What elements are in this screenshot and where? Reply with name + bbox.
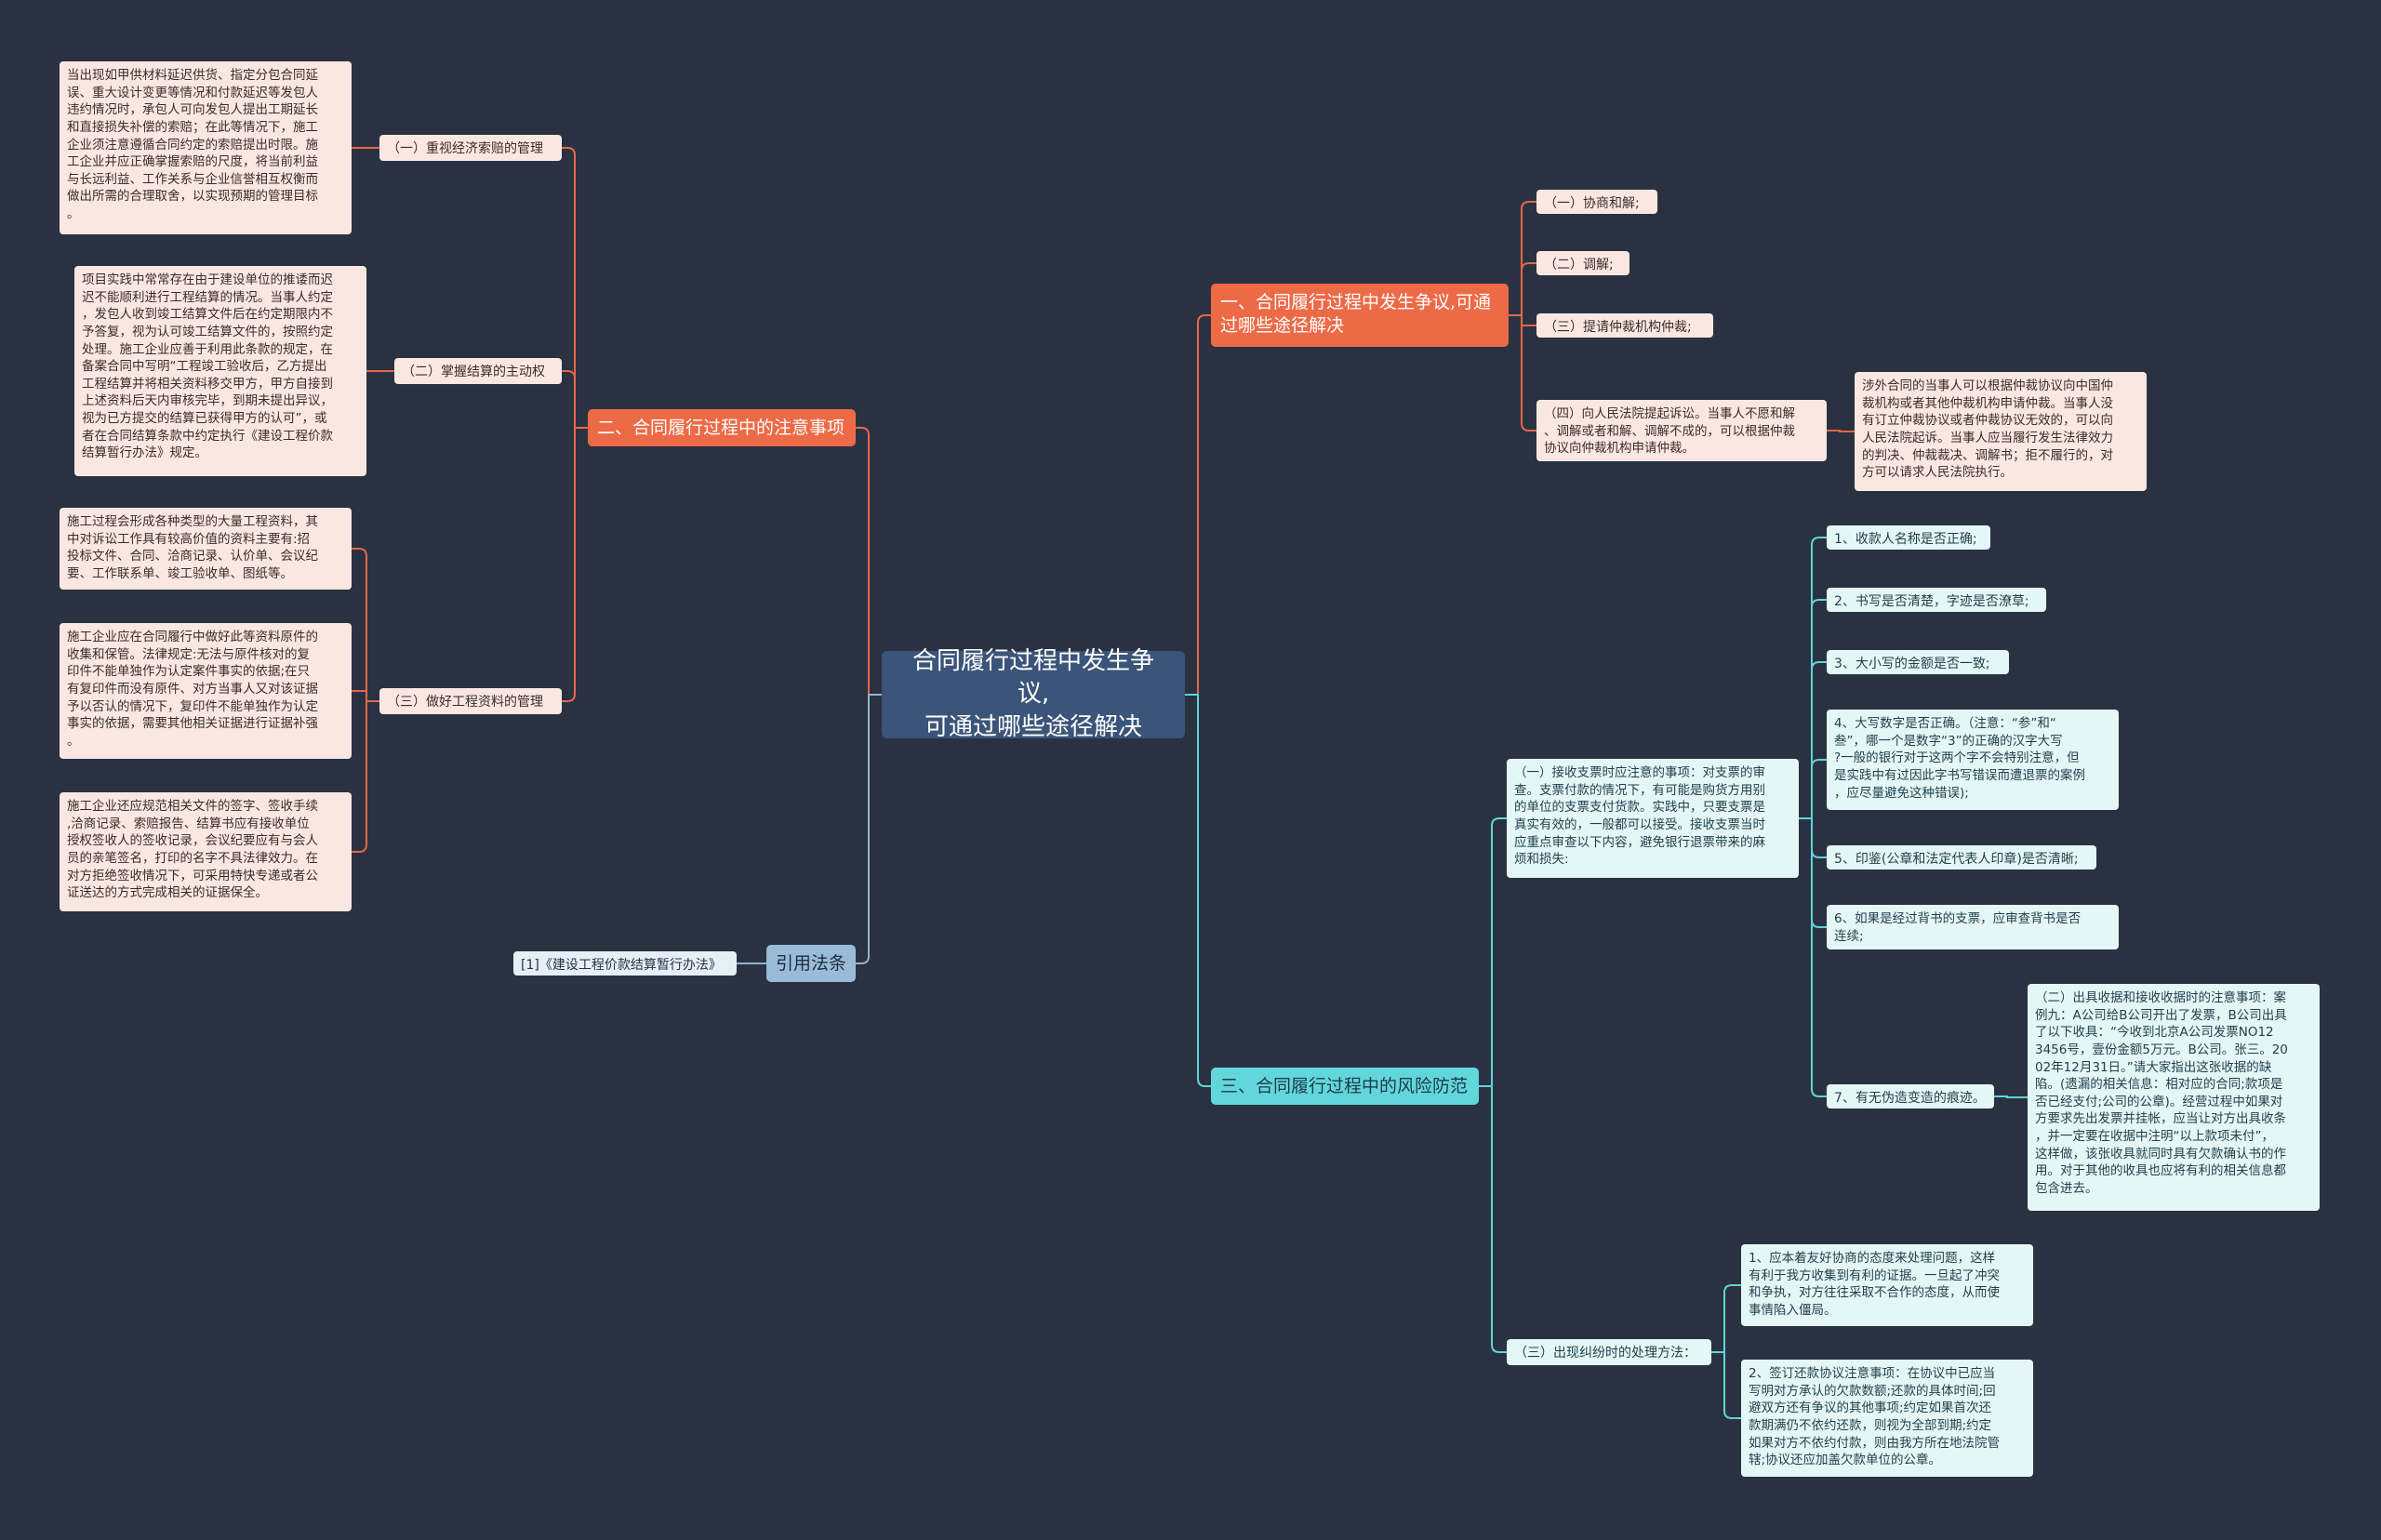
connector-root-topic-to-branch-precautions bbox=[856, 427, 882, 696]
leaf-foreign-arbitration-note[interactable]: 涉外合同的当事人可以根据仲裁协议向中国仲 裁机构或者其他仲裁机构申请仲裁。当事人… bbox=[1855, 372, 2147, 491]
connector-leaf-dispute-handling-to-leaf-dispute-handling-1 bbox=[1711, 1284, 1741, 1353]
connector-leaf-cheque-precautions-to-leaf-cheque-item-2 bbox=[1799, 599, 1827, 819]
leaf-mediation[interactable]: （二）调解; bbox=[1536, 251, 1629, 275]
connector-branch-precautions-to-leaf-settlement-initiative bbox=[562, 370, 588, 429]
leaf-cheque-item-6[interactable]: 6、如果是经过背书的支票，应审查背书是否 连续; bbox=[1827, 905, 2119, 949]
branch-cited-laws[interactable]: 引用法条 bbox=[766, 945, 856, 982]
connector-branch-risk-prevention-to-leaf-dispute-handling bbox=[1479, 1085, 1507, 1353]
leaf-cheque-item-4[interactable]: 4、大写数字是否正确。（注意：“参”和“ 叁”，哪一个是数字“3”的正确的汉字大… bbox=[1827, 710, 2119, 810]
leaf-cited-law-1[interactable]: [1]《建设工程价款结算暂行办法》 bbox=[513, 951, 737, 976]
leaf-claims-management[interactable]: （一）重视经济索赔的管理 bbox=[379, 135, 562, 161]
connector-branch-precautions-to-leaf-records-management bbox=[562, 427, 588, 702]
leaf-cheque-item-7[interactable]: 7、有无伪造变造的痕迹。 bbox=[1827, 1084, 1994, 1109]
leaf-records-note-3[interactable]: 施工企业还应规范相关文件的签字、签收手续 ,洽商记录、索赔报告、结算书应有接收单… bbox=[60, 792, 352, 911]
connector-leaf-records-management-to-leaf-records-note-1 bbox=[352, 548, 379, 702]
connector-leaf-cheque-precautions-to-leaf-cheque-item-4 bbox=[1799, 759, 1827, 819]
connector-branch-dispute-resolution-to-leaf-negotiation bbox=[1509, 201, 1536, 316]
leaf-receipt-precautions[interactable]: （二）出具收据和接收收据时的注意事项：案 例九：A公司给B公司开出了发票，B公司… bbox=[2028, 984, 2320, 1211]
connector-branch-risk-prevention-to-leaf-cheque-precautions bbox=[1479, 817, 1507, 1087]
branch-risk-prevention[interactable]: 三、合同履行过程中的风险防范 bbox=[1211, 1068, 1479, 1105]
leaf-litigation[interactable]: （四）向人民法院提起诉讼。当事人不愿和解 、调解或者和解、调解不成的，可以根据仲… bbox=[1536, 400, 1827, 461]
leaf-records-note-2[interactable]: 施工企业应在合同履行中做好此等资料原件的 收集和保管。法律规定:无法与原件核对的… bbox=[60, 623, 352, 759]
leaf-dispute-handling-1[interactable]: 1、应本着友好协商的态度来处理问题，这样 有利于我方收集到有利的证据。一旦起了冲… bbox=[1741, 1244, 2033, 1326]
leaf-dispute-handling-2[interactable]: 2、签订还款协议注意事项：在协议中已应当 写明对方承认的欠款数额;还款的具体时间… bbox=[1741, 1360, 2033, 1477]
leaf-settlement-initiative[interactable]: （二）掌握结算的主动权 bbox=[394, 358, 562, 384]
leaf-cheque-item-5[interactable]: 5、印鉴(公章和法定代表人印章)是否清晰; bbox=[1827, 845, 2096, 870]
connector-leaf-cheque-precautions-to-leaf-cheque-item-7 bbox=[1799, 817, 1827, 1097]
leaf-negotiation[interactable]: （一）协商和解; bbox=[1536, 190, 1657, 214]
leaf-settlement-note[interactable]: 项目实践中常常存在由于建设单位的推诿而迟 迟不能顺利进行工程结算的情况。当事人约… bbox=[74, 266, 366, 476]
connector-leaf-dispute-handling-to-leaf-dispute-handling-2 bbox=[1711, 1351, 1741, 1419]
leaf-cheque-precautions[interactable]: （一）接收支票时应注意的事项：对支票的审 查。支票付款的情况下，有可能是购货方用… bbox=[1507, 759, 1799, 878]
leaf-cheque-item-3[interactable]: 3、大小写的金额是否一致; bbox=[1827, 650, 2009, 674]
connector-root-topic-to-branch-risk-prevention bbox=[1185, 694, 1211, 1087]
leaf-records-note-1[interactable]: 施工过程会形成各种类型的大量工程资料，其 中对诉讼工作具有较高价值的资料主要有:… bbox=[60, 508, 352, 590]
connector-root-topic-to-branch-cited-laws bbox=[856, 694, 882, 964]
leaf-cheque-item-1[interactable]: 1、收款人名称是否正确; bbox=[1827, 525, 1990, 550]
leaf-claims-note[interactable]: 当出现如甲供材料延迟供货、指定分包合同延 误、重大设计变更等情况和付款延迟等发包… bbox=[60, 61, 352, 234]
connector-leaf-cheque-precautions-to-leaf-cheque-item-1 bbox=[1799, 537, 1827, 819]
connector-root-topic-to-branch-dispute-resolution bbox=[1185, 314, 1211, 696]
connector-branch-dispute-resolution-to-leaf-mediation bbox=[1509, 262, 1536, 316]
leaf-records-management[interactable]: （三）做好工程资料的管理 bbox=[379, 688, 562, 714]
connector-leaf-cheque-precautions-to-leaf-cheque-item-3 bbox=[1799, 661, 1827, 819]
connector-branch-precautions-to-leaf-claims-management bbox=[562, 147, 588, 429]
leaf-arbitration[interactable]: （三）提请仲裁机构仲裁; bbox=[1536, 313, 1713, 338]
root-topic[interactable]: 合同履行过程中发生争议, 可通过哪些途径解决 bbox=[882, 647, 1185, 741]
connector-leaf-records-management-to-leaf-records-note-3 bbox=[352, 700, 379, 853]
connector-leaf-records-management-to-leaf-records-note-2 bbox=[352, 690, 379, 702]
branch-precautions[interactable]: 二、合同履行过程中的注意事项 bbox=[588, 409, 856, 446]
connector-leaf-cheque-item-7-to-leaf-receipt-precautions bbox=[1994, 1095, 2028, 1098]
branch-dispute-resolution[interactable]: 一、合同履行过程中发生争议,可通 过哪些途径解决 bbox=[1211, 284, 1509, 347]
leaf-dispute-handling[interactable]: （三）出现纠纷时的处理方法： bbox=[1507, 1339, 1711, 1365]
connector-branch-dispute-resolution-to-leaf-litigation bbox=[1509, 314, 1536, 431]
leaf-cheque-item-2[interactable]: 2、书写是否清楚，字迹是否潦草; bbox=[1827, 588, 2046, 612]
